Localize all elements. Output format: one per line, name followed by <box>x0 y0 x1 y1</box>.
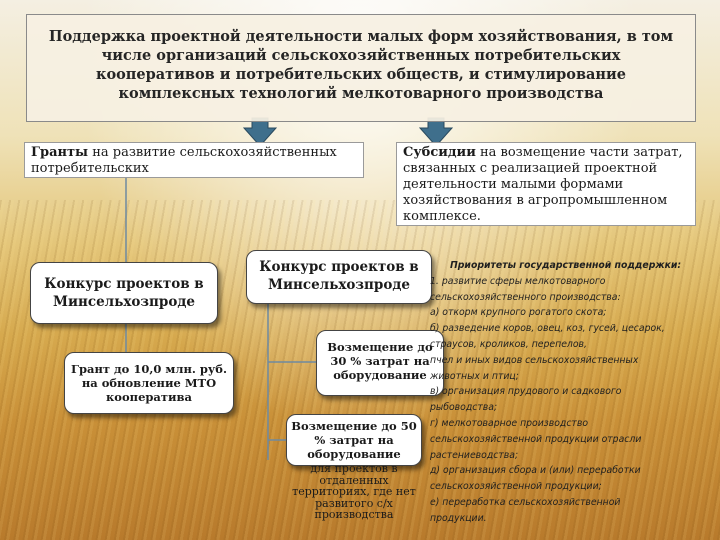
priority-line: е) переработка сельскохозяйственной <box>430 496 621 508</box>
priority-line: в) организация прудового и садкового <box>430 386 622 398</box>
priority-line: сельскохозяйственного производства: <box>430 291 621 303</box>
grants-lead: Гранты <box>31 145 89 160</box>
priority-line: сельскохозяйственной продукции; <box>430 481 602 493</box>
page-title: Поддержка проектной деятельности малых ф… <box>26 14 696 122</box>
priorities-list: Приоритеты государственной поддержки: 1.… <box>430 258 694 527</box>
compensation-50-note: для проектов в отдаленных территориях, г… <box>292 462 416 521</box>
priority-line: продукции. <box>430 512 487 524</box>
compensation-50-box: Возмещение до 50 % затрат на оборудовани… <box>286 414 422 466</box>
priority-line: а) откорм крупного рогатого скота; <box>430 307 607 319</box>
subsidies-box: Субсидии на возмещение части затрат, свя… <box>396 142 696 226</box>
priority-line: сельскохозяйственной продукции отрасли <box>430 433 642 445</box>
grants-text: на развитие сельскохозяйственных потреби… <box>31 145 337 176</box>
compensation-30-box: Возмещение до 30 % затрат на оборудовани… <box>316 330 444 396</box>
priority-line: г) мелкотоварное производство <box>430 417 589 429</box>
priority-line: пчел и иных видов сельскохозяйственных <box>430 354 639 366</box>
subsidies-lead: Субсидии <box>403 145 476 160</box>
priorities-title: Приоритеты государственной поддержки: <box>450 260 682 271</box>
priority-line: страусов, кроликов, перепелов, <box>430 338 587 350</box>
priority-line: 1. развитие сферы мелкотоварного <box>430 275 606 287</box>
contest-right-box: Конкурс проектов в Минсельхозпроде <box>246 250 432 304</box>
priority-line: б) разведение коров, овец, коз, гусей, ц… <box>430 323 665 335</box>
grant-amount-box: Грант до 10,0 млн. руб. на обновление МТ… <box>64 352 234 414</box>
contest-left-box: Конкурс проектов в Минсельхозпроде <box>30 262 218 324</box>
priority-line: д) организация сбора и (или) переработки <box>430 465 641 477</box>
priority-line: рыбоводства; <box>430 402 498 414</box>
subsidies-text: на возмещение части затрат, связанных с … <box>403 145 683 224</box>
priority-line: растениеводства; <box>430 449 519 461</box>
priority-line: животных и птиц; <box>430 370 519 382</box>
grants-box: Гранты на развитие сельскохозяйственных … <box>24 142 364 178</box>
